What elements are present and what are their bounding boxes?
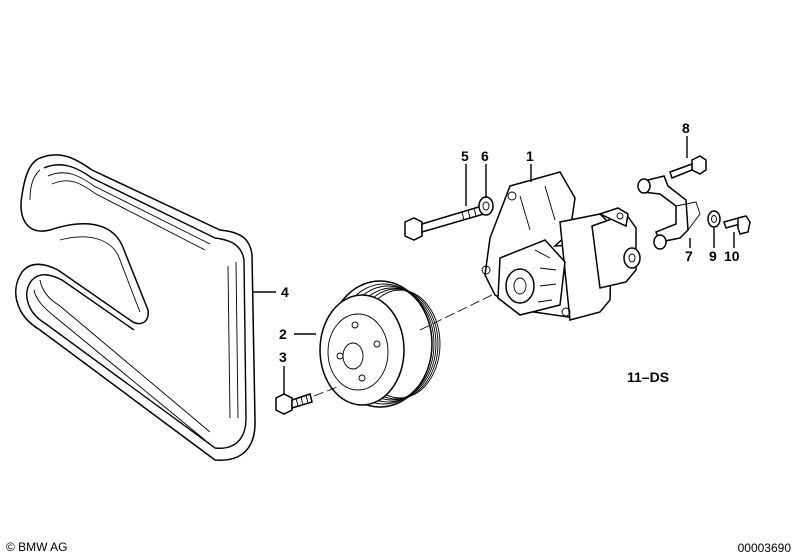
pulley	[319, 280, 441, 408]
pulley-bolt	[275, 393, 313, 415]
callout-7: 7	[685, 248, 693, 264]
leader-lines	[252, 136, 735, 394]
callout-9: 9	[709, 248, 717, 264]
group-code: 11–DS	[627, 369, 669, 385]
small-bolt	[723, 215, 751, 235]
callout-3: 3	[279, 349, 287, 365]
callout-1: 1	[526, 148, 534, 164]
bracket-bolt	[669, 155, 707, 179]
long-bolt	[404, 205, 485, 241]
copyright-notice: © BMW AG	[6, 540, 68, 554]
document-number: 00003690	[737, 541, 791, 555]
callout-6: 6	[481, 148, 489, 164]
callout-2: 2	[279, 326, 287, 342]
washer-9	[707, 210, 721, 228]
callout-4: 4	[281, 284, 289, 300]
power-steering-pump	[481, 171, 641, 321]
callout-10: 10	[724, 248, 740, 264]
v-ribbed-belt	[15, 154, 256, 461]
callout-5: 5	[461, 148, 469, 164]
washer-6	[478, 196, 494, 216]
bracket	[637, 175, 701, 250]
callout-8: 8	[682, 120, 690, 136]
